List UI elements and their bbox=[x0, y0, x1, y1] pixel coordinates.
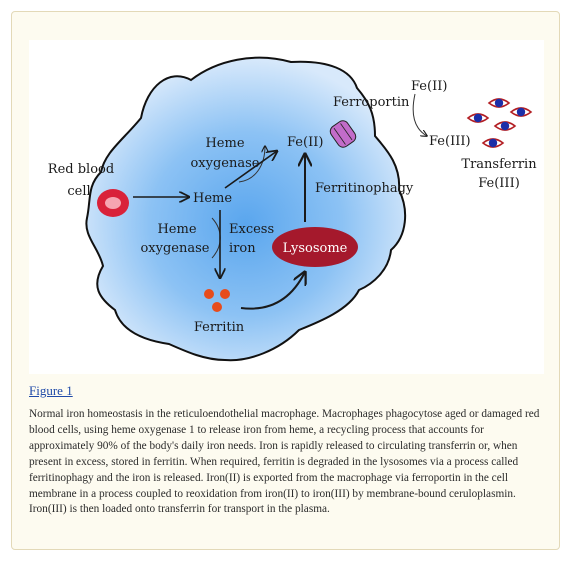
arrow-ferritin-to-lysosome bbox=[240, 272, 305, 310]
iron-homeostasis-diagram: Red blood cell Heme Heme oxygenase Fe(II… bbox=[48, 56, 537, 362]
rbc-center bbox=[105, 197, 121, 209]
ferritin-dot-1 bbox=[204, 289, 214, 299]
label-heme-oxygenase-top-2: oxygenase bbox=[190, 156, 259, 171]
transferrin-eye-3-icon bbox=[466, 113, 490, 123]
figure-image: Red blood cell Heme Heme oxygenase Fe(II… bbox=[29, 40, 544, 374]
label-heme: Heme bbox=[193, 191, 232, 206]
label-heme-oxygenase-top-1: Heme bbox=[205, 136, 244, 151]
label-fe3-outside: Fe(III) bbox=[429, 134, 471, 149]
red-blood-cell-icon bbox=[97, 189, 129, 217]
label-fe2-outside: Fe(II) bbox=[411, 79, 447, 94]
label-ferritinophagy: Ferritinophagy bbox=[315, 181, 414, 196]
figure-link[interactable]: Figure 1 bbox=[29, 383, 73, 398]
label-red-blood-line1: Red blood bbox=[48, 162, 114, 177]
ferritin-icon bbox=[204, 289, 230, 312]
ferroportin-channel bbox=[329, 120, 357, 148]
ferritin-dot-3 bbox=[212, 302, 222, 312]
ferroportin-body bbox=[329, 120, 357, 148]
label-fe2-inside: Fe(II) bbox=[287, 135, 323, 150]
figure-card: Red blood cell Heme Heme oxygenase Fe(II… bbox=[11, 11, 560, 550]
label-heme-oxygenase-bottom-2: oxygenase bbox=[140, 241, 209, 256]
figure-caption: Normal iron homeostasis in the reticuloe… bbox=[29, 408, 540, 516]
macrophage-cell bbox=[85, 56, 407, 362]
label-excess-iron-2: iron bbox=[229, 241, 256, 256]
label-heme-oxygenase-bottom-1: Heme bbox=[157, 222, 196, 237]
ferroportin-line-1 bbox=[333, 127, 346, 145]
transferrin-cluster bbox=[466, 98, 533, 148]
ferritin-dot-2 bbox=[220, 289, 230, 299]
transferrin-eye-1-icon bbox=[487, 98, 511, 108]
label-lysosome: Lysosome bbox=[283, 241, 348, 256]
label-red-blood-line2: cell bbox=[67, 184, 90, 199]
arrow-fe2-to-fe3 bbox=[412, 93, 427, 136]
label-ferroportin: Ferroportin bbox=[333, 95, 410, 110]
label-ferritin: Ferritin bbox=[194, 320, 245, 335]
transferrin-eye-4-icon bbox=[493, 121, 517, 131]
label-excess-iron-1: Excess bbox=[229, 222, 274, 237]
label-transferrin-2: Fe(III) bbox=[478, 176, 520, 191]
transferrin-eye-5-icon bbox=[481, 138, 505, 148]
transferrin-eye-2-icon bbox=[509, 107, 533, 117]
arrow-heme-to-fe2 bbox=[224, 151, 277, 189]
label-transferrin-1: Transferrin bbox=[461, 157, 537, 172]
ferroportin-line-2 bbox=[340, 123, 353, 141]
lysosome-organelle bbox=[272, 227, 358, 267]
arrow-oxygenase-top bbox=[238, 146, 265, 183]
